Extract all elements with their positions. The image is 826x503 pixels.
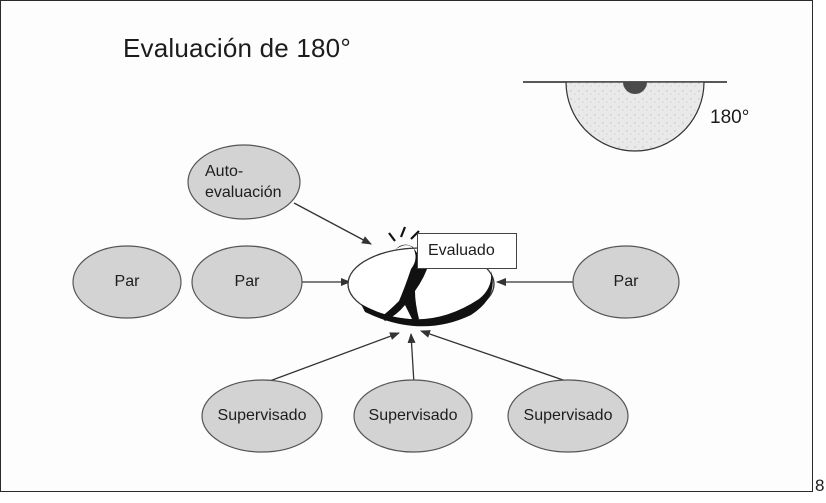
self-evaluation-label: Auto- evaluación (205, 161, 282, 203)
peer-right-label: Par (613, 273, 639, 290)
page-title: Evaluación de 180° (123, 33, 351, 63)
evaluado-label: Evaluado (428, 242, 495, 259)
self-label-line1: Auto- (205, 163, 244, 180)
arrows (266, 202, 573, 385)
peer-far-left-label: Par (114, 273, 140, 290)
arrow-sup-center (407, 333, 416, 385)
node-self (187, 144, 301, 220)
node-sup-center (353, 379, 473, 453)
page-number: 8 (815, 476, 825, 495)
node-sup-right (507, 379, 629, 453)
arrow-sup-right (420, 330, 567, 382)
node-peer-far-left (72, 245, 182, 319)
evaluado-box: Evaluado (417, 233, 517, 269)
peer-left-label: Par (234, 273, 260, 290)
slide-frame: Evaluación de 180° 180° Evaluado Auto- e… (0, 0, 813, 492)
supervisado-center-label: Supervisado (368, 407, 458, 424)
self-label-line2: evaluación (205, 184, 282, 201)
arrow-self (293, 202, 372, 245)
arrow-sup-left (266, 332, 400, 383)
node-peer-left (191, 245, 303, 319)
supervisado-left-label: Supervisado (217, 407, 307, 424)
node-peer-right (572, 245, 680, 319)
half-circle-icon (523, 81, 727, 152)
nodes (72, 144, 680, 453)
node-sup-left (201, 379, 323, 453)
degree-label: 180° (710, 107, 750, 128)
supervisado-right-label: Supervisado (523, 407, 613, 424)
